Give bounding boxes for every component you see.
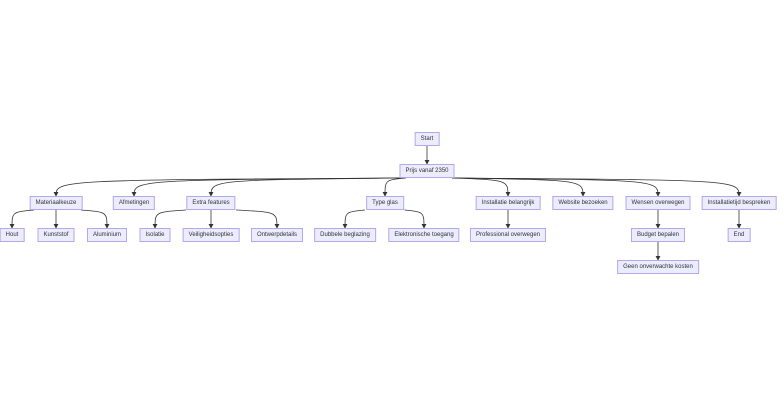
node-veiligheid: Veiligheidsopties — [182, 228, 240, 242]
edge-prijs-extra — [208, 177, 403, 197]
node-typeglas: Type glas — [366, 196, 404, 210]
edge-materiaal-aluminium — [80, 209, 110, 229]
node-dubbel: Dubbele beglazing — [314, 228, 376, 242]
edge-prijs-installatie — [451, 177, 511, 197]
node-wensen: Wensen overwegen — [625, 196, 691, 210]
node-elektronisch: Elektronische toegang — [388, 228, 460, 242]
edge-prijs-typeglas — [382, 177, 407, 197]
node-isolatie: Isolatie — [139, 228, 171, 242]
edge-prijs-website — [451, 177, 586, 197]
edge-prijs-installatietijd — [451, 177, 742, 197]
node-hout: Hout — [0, 228, 25, 242]
edge-extra-isolatie — [152, 209, 187, 229]
edge-typeglas-dubbel — [342, 209, 366, 229]
edge-extra-ontwerp — [235, 209, 280, 229]
node-afmetingen: Afmetingen — [112, 196, 156, 210]
node-website: Website bezoeken — [552, 196, 614, 210]
node-materiaal: Materiaalkeuze — [29, 196, 83, 210]
edge-prijs-materiaal — [53, 177, 403, 197]
node-ontwerp: Ontwerpdetails — [250, 228, 304, 242]
node-installatietijd: Installatietijd bespreken — [701, 196, 777, 210]
node-end: End — [727, 228, 751, 242]
node-start: Start — [414, 132, 440, 146]
node-budget: Budget bepalen — [630, 228, 686, 242]
node-geen: Geen onverwachte kosten — [617, 260, 699, 274]
node-aluminium: Aluminium — [86, 228, 128, 242]
node-installatie: Installatie belangrijk — [475, 196, 541, 210]
node-prijs: Prijs vanaf 2350 — [399, 164, 455, 178]
node-professional: Professional overwegen — [469, 228, 547, 242]
node-extra: Extra features — [186, 196, 236, 210]
edge-prijs-afmetingen — [131, 177, 403, 197]
edge-materiaal-hout — [9, 209, 35, 229]
edge-typeglas-elektronisch — [404, 209, 427, 229]
node-kunststof: Kunststof — [37, 228, 75, 242]
